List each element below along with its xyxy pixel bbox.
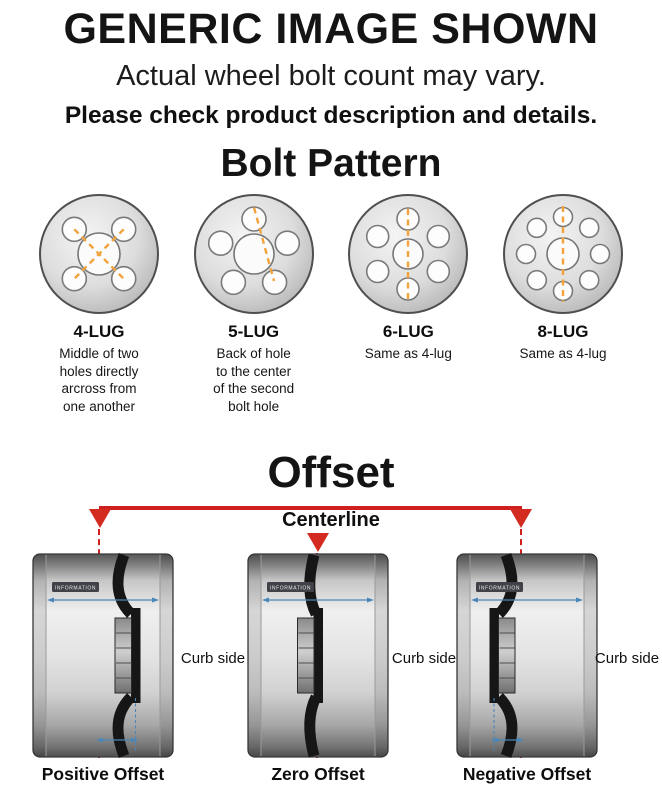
curb-side-label: Curb side [594,650,660,667]
curb-side-label: Curb side [391,650,457,667]
positive-offset-wheel-diagram: INFORMATION [32,552,174,759]
hub [498,617,516,694]
bolt-hole [366,259,390,284]
5-lug-wheel-icon [193,194,314,315]
bolt-pattern-heading: Bolt Pattern [220,142,442,186]
bolt-hole [274,230,300,257]
bolt-hole [526,217,548,239]
note: Please check product description and det… [64,102,598,130]
mounting-face [313,608,323,703]
mounting-face [131,608,141,703]
negative-offset-wheel-diagram: INFORMATION [456,552,598,759]
centerline-label: Centerline [282,509,380,531]
bolt-hole [426,259,451,284]
wheel-barrel [456,553,598,758]
lug-diagram-6: 6-LUG Same as 4-lug [335,192,481,415]
lug-diagram-5: 5-LUG Back of hole to the center of the … [181,192,327,415]
center-bore [232,233,275,276]
offset-heading: Offset [267,448,395,497]
lug-diagram-8: 8-LUG Same as 4-lug [490,192,636,415]
wheel-sticker [52,582,99,592]
negative-offset-label: Negative Offset [462,764,592,784]
lug-label: 5-LUG [228,322,280,342]
lug-label: 8-LUG [537,322,589,342]
bolt-hole [366,224,390,249]
4-lug-wheel-icon [39,194,159,315]
bolt-pattern-row: 4-LUG Middle of two holes directly arcro… [0,192,662,415]
zero-offset-wheel-diagram: INFORMATION [247,553,389,758]
bolt-hole [578,270,600,291]
positive-offset-label: Positive Offset [41,764,165,784]
measure-guide-line [73,228,125,280]
lug-description: Same as 4-lug [364,346,452,362]
zero-offset-label: Zero Offset [271,764,365,784]
wheel-sticker-text: INFORMATION [270,586,311,592]
centerline-bar [99,506,522,510]
wheel-sticker-text: INFORMATION [55,586,96,592]
lug-description: Middle of two holes directly arcross fro… [59,346,139,414]
hub [297,617,315,694]
mounting-face [489,608,499,703]
bolt-hole [207,230,234,257]
lug-description: Back of hole to the center of the second… [213,346,295,414]
centerline-pointer-icon [307,533,329,552]
centerline-pointer-icon [89,509,111,528]
curb-side-label: Curb side [180,650,246,667]
bolt-hole [220,269,246,296]
bolt-hole [110,266,137,292]
centerline-pointer-icon [510,509,532,528]
measure-guide-line [252,207,275,282]
wheel-sticker [476,582,523,592]
bolt-hole [578,217,600,239]
page-title: GENERIC IMAGE SHOWN [63,5,599,53]
bolt-hole [261,269,288,296]
wheel-barrel [32,553,174,758]
bolt-hole [515,243,537,265]
bolt-hole [61,266,88,292]
8-lug-wheel-icon [502,194,623,315]
bolt-hole [240,206,267,233]
wheel-sticker [267,582,314,592]
hub [114,617,132,694]
bolt-hole [589,243,611,265]
lug-label: 4-LUG [73,322,125,342]
lug-label: 6-LUG [382,322,434,342]
wheel-disc [112,552,136,618]
lug-description: Same as 4-lug [519,346,607,362]
bolt-hole [526,270,548,291]
6-lug-wheel-icon [348,194,469,315]
bolt-hole [426,224,451,249]
wheel-sticker-text: INFORMATION [479,586,520,592]
lug-diagram-4: 4-LUG Middle of two holes directly arcro… [26,192,172,415]
subtitle: Actual wheel bolt count may vary. [116,60,546,93]
